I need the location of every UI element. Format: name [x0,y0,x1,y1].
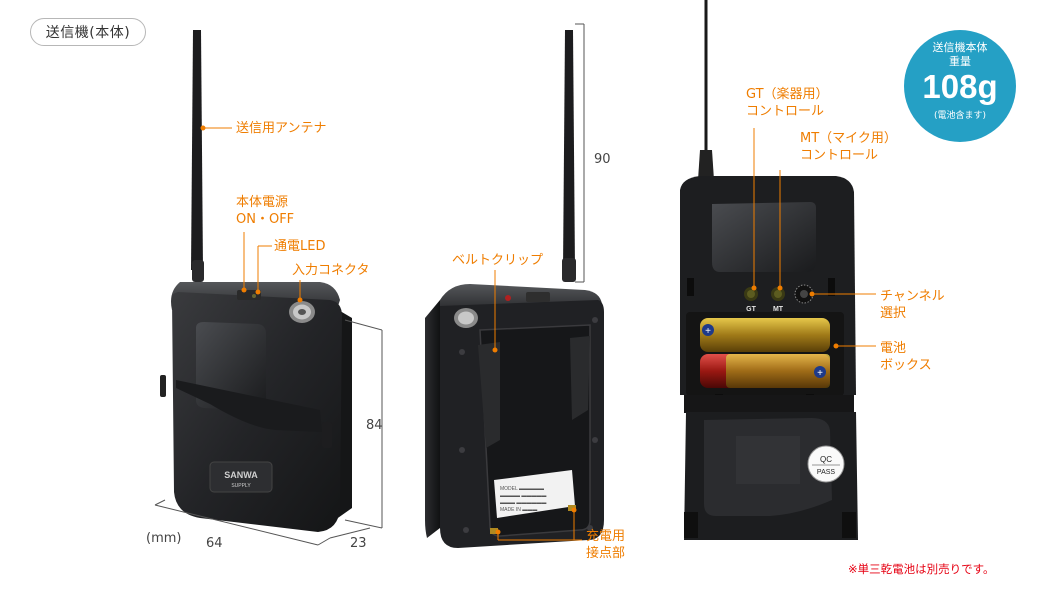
mt-marking: MT [773,306,784,313]
gt-label-line1: GT（楽器用） [746,87,829,102]
svg-text:+: + [817,368,823,379]
charge-label-line2: 接点部 [586,546,626,561]
brand-logo-text: SANWA [224,470,258,480]
svg-text:MODEL ▬▬▬▬▬: MODEL ▬▬▬▬▬ [500,486,544,492]
channel-label-line1: チャンネル [880,289,945,304]
pass-text: PASS [817,469,835,476]
battery-label-line1: 電池 [880,341,907,356]
transmitter-front: SANWA SUPPLY [160,30,352,532]
connector-label: 入力コネクタ [292,263,370,278]
badge-line2: 重量 [949,55,971,68]
antenna-label: 送信用アンテナ [236,121,327,136]
unit-label: (mm) [146,531,182,546]
transmitter-back: MODEL ▬▬▬▬▬ ▬▬▬▬ ▬▬▬▬▬ ▬▬▬ ▬▬▬▬▬▬ MADE I… [425,30,604,548]
badge-note: (電池含ます) [933,111,987,121]
gt-label-line2: コントロール [746,104,825,119]
svg-text:▬▬▬ ▬▬▬▬▬▬: ▬▬▬ ▬▬▬▬▬▬ [500,500,546,506]
channel-label-line2: 選択 [880,306,907,321]
section-label: 送信機(本体) [30,18,146,46]
dimension-lines [154,23,585,546]
belt-clip-label: ベルトクリップ [452,253,544,268]
weight-badge: 送信機本体 重量 108g (電池含ます) [904,30,1016,142]
height-dimension: 84 [366,418,383,433]
battery-footnote: ※単三乾電池は別売りです。 [848,562,995,576]
badge-weight: 108g [922,68,998,105]
depth-dimension: 23 [350,536,367,551]
brand-sub-text: SUPPLY [231,483,251,489]
svg-text:MADE IN ▬▬▬: MADE IN ▬▬▬ [500,507,537,513]
callout-lines-front [203,127,301,300]
gt-marking: GT [746,306,756,313]
led-label: 通電LED [274,239,326,254]
callout-lines-open [753,128,876,347]
mt-label-line1: MT（マイク用） [800,131,897,146]
svg-text:+: + [705,326,711,337]
mt-label-line2: コントロール [800,148,879,163]
antenna-length-dimension: 90 [594,152,611,167]
qc-text: QC [820,455,832,464]
badge-line1: 送信機本体 [932,41,988,54]
transmitter-open: GT MT + + QC PASS [680,0,858,540]
power-label-line1: 本体電源 [236,195,289,210]
width-dimension: 64 [206,536,223,551]
battery-label-line2: ボックス [880,358,932,373]
charge-label-line1: 充電用 [586,529,626,544]
svg-text:▬▬▬▬ ▬▬▬▬▬: ▬▬▬▬ ▬▬▬▬▬ [500,493,546,499]
power-label-line2: ON・OFF [236,212,295,227]
